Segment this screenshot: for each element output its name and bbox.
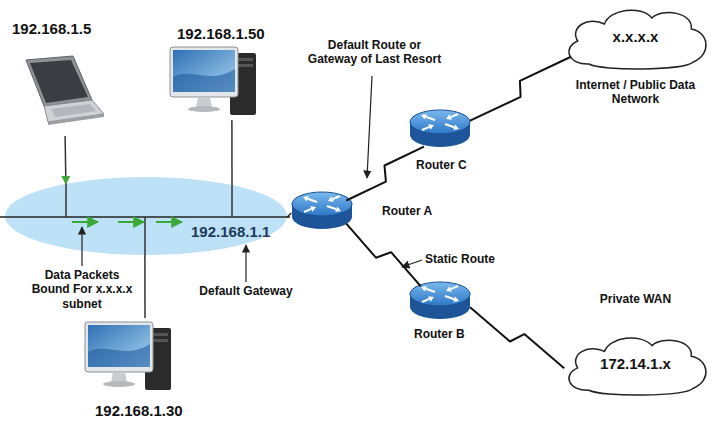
- leader-arrow: [402, 260, 422, 267]
- network-cable: [231, 120, 233, 185]
- router-arrow: [453, 125, 459, 131]
- router-arrow: [446, 286, 452, 292]
- callout-text: Default Gateway: [190, 284, 302, 298]
- monitor-base: [188, 106, 220, 112]
- gateway-ip: 192.168.1.1: [191, 223, 295, 241]
- leader-arrow: [81, 227, 82, 266]
- callout-text: Default Route or Gateway of Last Resort: [302, 38, 447, 67]
- router-top: [292, 192, 352, 216]
- router: Router A: [290, 190, 354, 232]
- router-arrow: [426, 117, 435, 120]
- ellipse-shape: [5, 177, 287, 255]
- monitor-stand: [196, 97, 212, 107]
- serial-link: [470, 307, 564, 368]
- router-arrow: [428, 124, 434, 130]
- callout-text: Data Packets Bound For x.x.x.x subnet: [28, 268, 136, 311]
- monitor-base: [103, 381, 135, 387]
- serial-link: [470, 57, 570, 121]
- leader-arrow: [367, 76, 372, 178]
- packet-arrow: [118, 221, 144, 223]
- laptop-icon: [18, 56, 108, 136]
- leader-arrow: [245, 245, 246, 282]
- cloud-name: Private WAN: [558, 292, 713, 306]
- router-label: Router C: [416, 158, 486, 172]
- router-shape: [408, 280, 472, 322]
- router-arrow: [451, 286, 458, 289]
- desktop-node: 192.168.1.30: [80, 318, 220, 430]
- laptop-lid: [26, 56, 92, 106]
- network-cable: [64, 136, 66, 184]
- monitor-frame: [85, 322, 153, 372]
- router-arrow: [426, 289, 435, 292]
- laptop-screen: [30, 60, 88, 103]
- laptop-node: 192.168.1.5: [8, 20, 120, 136]
- router-shape: [290, 190, 354, 232]
- laptop-keyboard: [51, 104, 96, 117]
- ip-label: 192.168.1.50: [177, 25, 295, 43]
- router-arrow: [327, 206, 336, 209]
- router-shape: [408, 108, 472, 150]
- monitor-screen: [173, 50, 235, 92]
- router-arrow: [445, 296, 454, 299]
- monitor-stand: [111, 372, 127, 382]
- router-arrow: [422, 127, 429, 130]
- monitor-screen: [88, 325, 150, 367]
- packet-arrow: [72, 221, 98, 223]
- lan-ellipse: [5, 177, 287, 255]
- screen-wave: [173, 69, 235, 92]
- serial-link: [346, 224, 421, 287]
- monitor-frame: [170, 47, 238, 97]
- router-top: [410, 110, 470, 134]
- desktop-icon: [85, 322, 180, 394]
- cloud-name: Internet / Public Data Network: [563, 78, 708, 107]
- router-arrow: [333, 196, 340, 199]
- router-arrow: [446, 114, 452, 120]
- lan-segment: 192.168.1.1: [5, 177, 287, 255]
- packet-arrow: [156, 221, 182, 223]
- ip-label: 192.168.1.5: [12, 20, 122, 38]
- router-arrow: [308, 199, 317, 202]
- router-arrow: [421, 114, 427, 120]
- screen-wave: [88, 344, 150, 367]
- desktop-node: 192.168.1.50: [165, 25, 295, 120]
- internet-cloud: x.x.x.xInternet / Public Data Network: [558, 4, 713, 72]
- router: Router C: [408, 108, 472, 150]
- router-arrow: [428, 296, 434, 302]
- callout-text: Static Route: [425, 252, 515, 266]
- lan-bus: [0, 216, 290, 218]
- router-arrow: [422, 299, 429, 302]
- router-arrow: [328, 196, 334, 202]
- desktop-icon: [170, 47, 265, 119]
- router-arrow: [304, 209, 311, 212]
- network-cable: [144, 255, 146, 318]
- cloud-address: 172.14.1.x: [558, 355, 713, 373]
- router-arrow: [451, 114, 458, 117]
- router-arrow: [310, 206, 316, 212]
- router-arrow: [303, 196, 309, 202]
- ip-label: 192.168.1.30: [95, 402, 220, 420]
- router-arrow: [335, 207, 341, 213]
- cloud-address: x.x.x.x: [558, 28, 713, 46]
- router-arrow: [421, 286, 427, 292]
- router: Router B: [408, 280, 472, 322]
- drop-wire: [65, 184, 67, 217]
- network-cable: [287, 213, 291, 218]
- router-label: Router A: [382, 204, 452, 218]
- router-label: Router B: [414, 327, 484, 341]
- drop-wire: [231, 185, 233, 217]
- router-top: [410, 282, 470, 306]
- router-arrow: [453, 297, 459, 303]
- laptop-edge: [48, 114, 104, 125]
- wan-cloud: Private WAN172.14.1.x: [558, 332, 713, 398]
- serial-link: [346, 147, 424, 201]
- router-arrow: [445, 124, 454, 127]
- drop-wire: [144, 217, 146, 255]
